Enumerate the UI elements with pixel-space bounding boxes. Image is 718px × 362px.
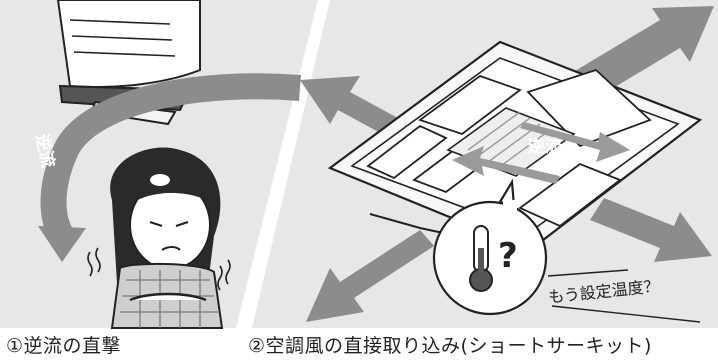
caption-left: ①逆流の直撃 bbox=[6, 335, 122, 357]
girl-character bbox=[110, 147, 224, 329]
reverse-flow-label-right: 逆流 bbox=[528, 137, 562, 157]
panel-divider bbox=[240, 0, 326, 331]
reverse-flow-arrowhead bbox=[38, 226, 86, 262]
reverse-flow-arrow bbox=[40, 73, 302, 243]
thought-stroke-bottom bbox=[551, 305, 701, 323]
question-mark: ? bbox=[498, 236, 518, 276]
shiver-marks bbox=[87, 247, 231, 291]
ceiling-cassette-unit bbox=[327, 40, 703, 252]
thought-stroke-top bbox=[547, 269, 629, 277]
thermometer-bubble bbox=[432, 178, 548, 316]
caption-right: ②空調風の直接取り込み(ショートサーキット) bbox=[248, 335, 652, 357]
inner-reverse-arrows bbox=[452, 122, 630, 184]
